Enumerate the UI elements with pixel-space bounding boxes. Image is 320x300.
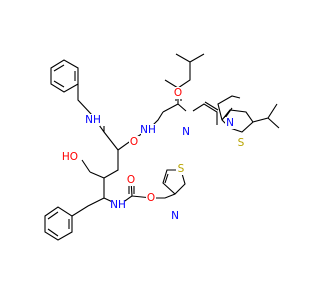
atom-n-urea: N [181,126,191,138]
atom-nh-urea-label: NH [140,124,156,136]
atom-o-urea-label: O [174,87,182,99]
atom-nh-carbamate: NH [110,199,126,211]
atom-n-thiazole-right-label: N [226,117,234,129]
bond-group-upper-benzene [50,59,79,93]
bond-group-left-thiazole [152,169,186,199]
bond-group-urea-thiazole [192,95,280,133]
atom-s-thiazole-left: S [176,163,186,175]
atom-o-amide: O [129,136,139,148]
bonds [44,53,280,241]
atom-ho-hydroxyl-label: HO [62,151,78,163]
atom-ho-hydroxyl: HO [62,151,78,163]
atom-o-carbamate-carbonyl-label: O [127,174,135,186]
bond-group-carbonyls [128,94,182,194]
atom-s-thiazole-right: S [236,137,246,149]
atom-n-urea-label: N [182,126,190,138]
atom-nh-amide-label: NH [85,114,101,126]
bond-group-lower-benzene [44,206,73,241]
atom-s-thiazole-right-label: S [238,137,245,149]
bond-group-stereo [81,126,105,173]
atom-o-carbamate-ester: O [146,192,156,204]
atom-n-thiazole-left-label: N [171,210,179,222]
atom-o-carbamate-ester-label: O [147,192,155,204]
atom-n-thiazole-left: N [170,210,180,222]
molecule-structure: NH O O S N HO NH O [44,53,280,241]
atom-o-urea: O [173,87,183,99]
atom-nh-urea: NH [140,124,156,136]
atom-o-amide-label: O [130,136,138,148]
atom-o-carbamate-carbonyl: O [126,174,136,186]
atom-nh-amide: NH [85,114,101,126]
atom-nh-carbamate-label: NH [110,199,126,211]
atom-labels: NH O O S N HO NH O [62,87,246,222]
atom-n-thiazole-right: N [225,117,235,129]
atom-s-thiazole-left-label: S [178,163,185,175]
